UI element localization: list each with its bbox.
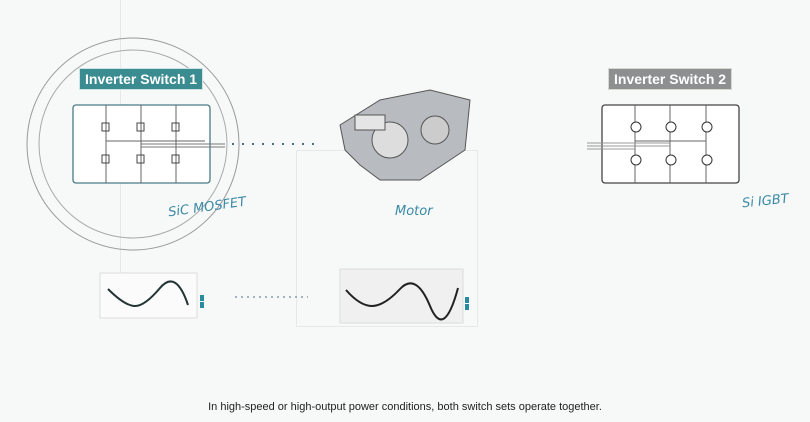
motor-label: Motor bbox=[395, 204, 433, 219]
switch1-circuit bbox=[72, 104, 225, 184]
waveform-box-2 bbox=[339, 268, 464, 324]
sine-wave-2 bbox=[345, 282, 459, 321]
diagram-graphics bbox=[26, 37, 740, 324]
sine-wave-1 bbox=[107, 280, 189, 308]
caption: In high-speed or high-output power condi… bbox=[208, 401, 602, 413]
waveform-box-1 bbox=[99, 272, 198, 319]
inner-ring bbox=[38, 49, 228, 239]
switch2-title: Inverter Switch 2 bbox=[608, 68, 733, 90]
outer-ring bbox=[26, 37, 240, 251]
motor-icon bbox=[339, 89, 471, 181]
switch2-circuit bbox=[587, 104, 740, 184]
switch1-title: Inverter Switch 1 bbox=[79, 68, 204, 90]
